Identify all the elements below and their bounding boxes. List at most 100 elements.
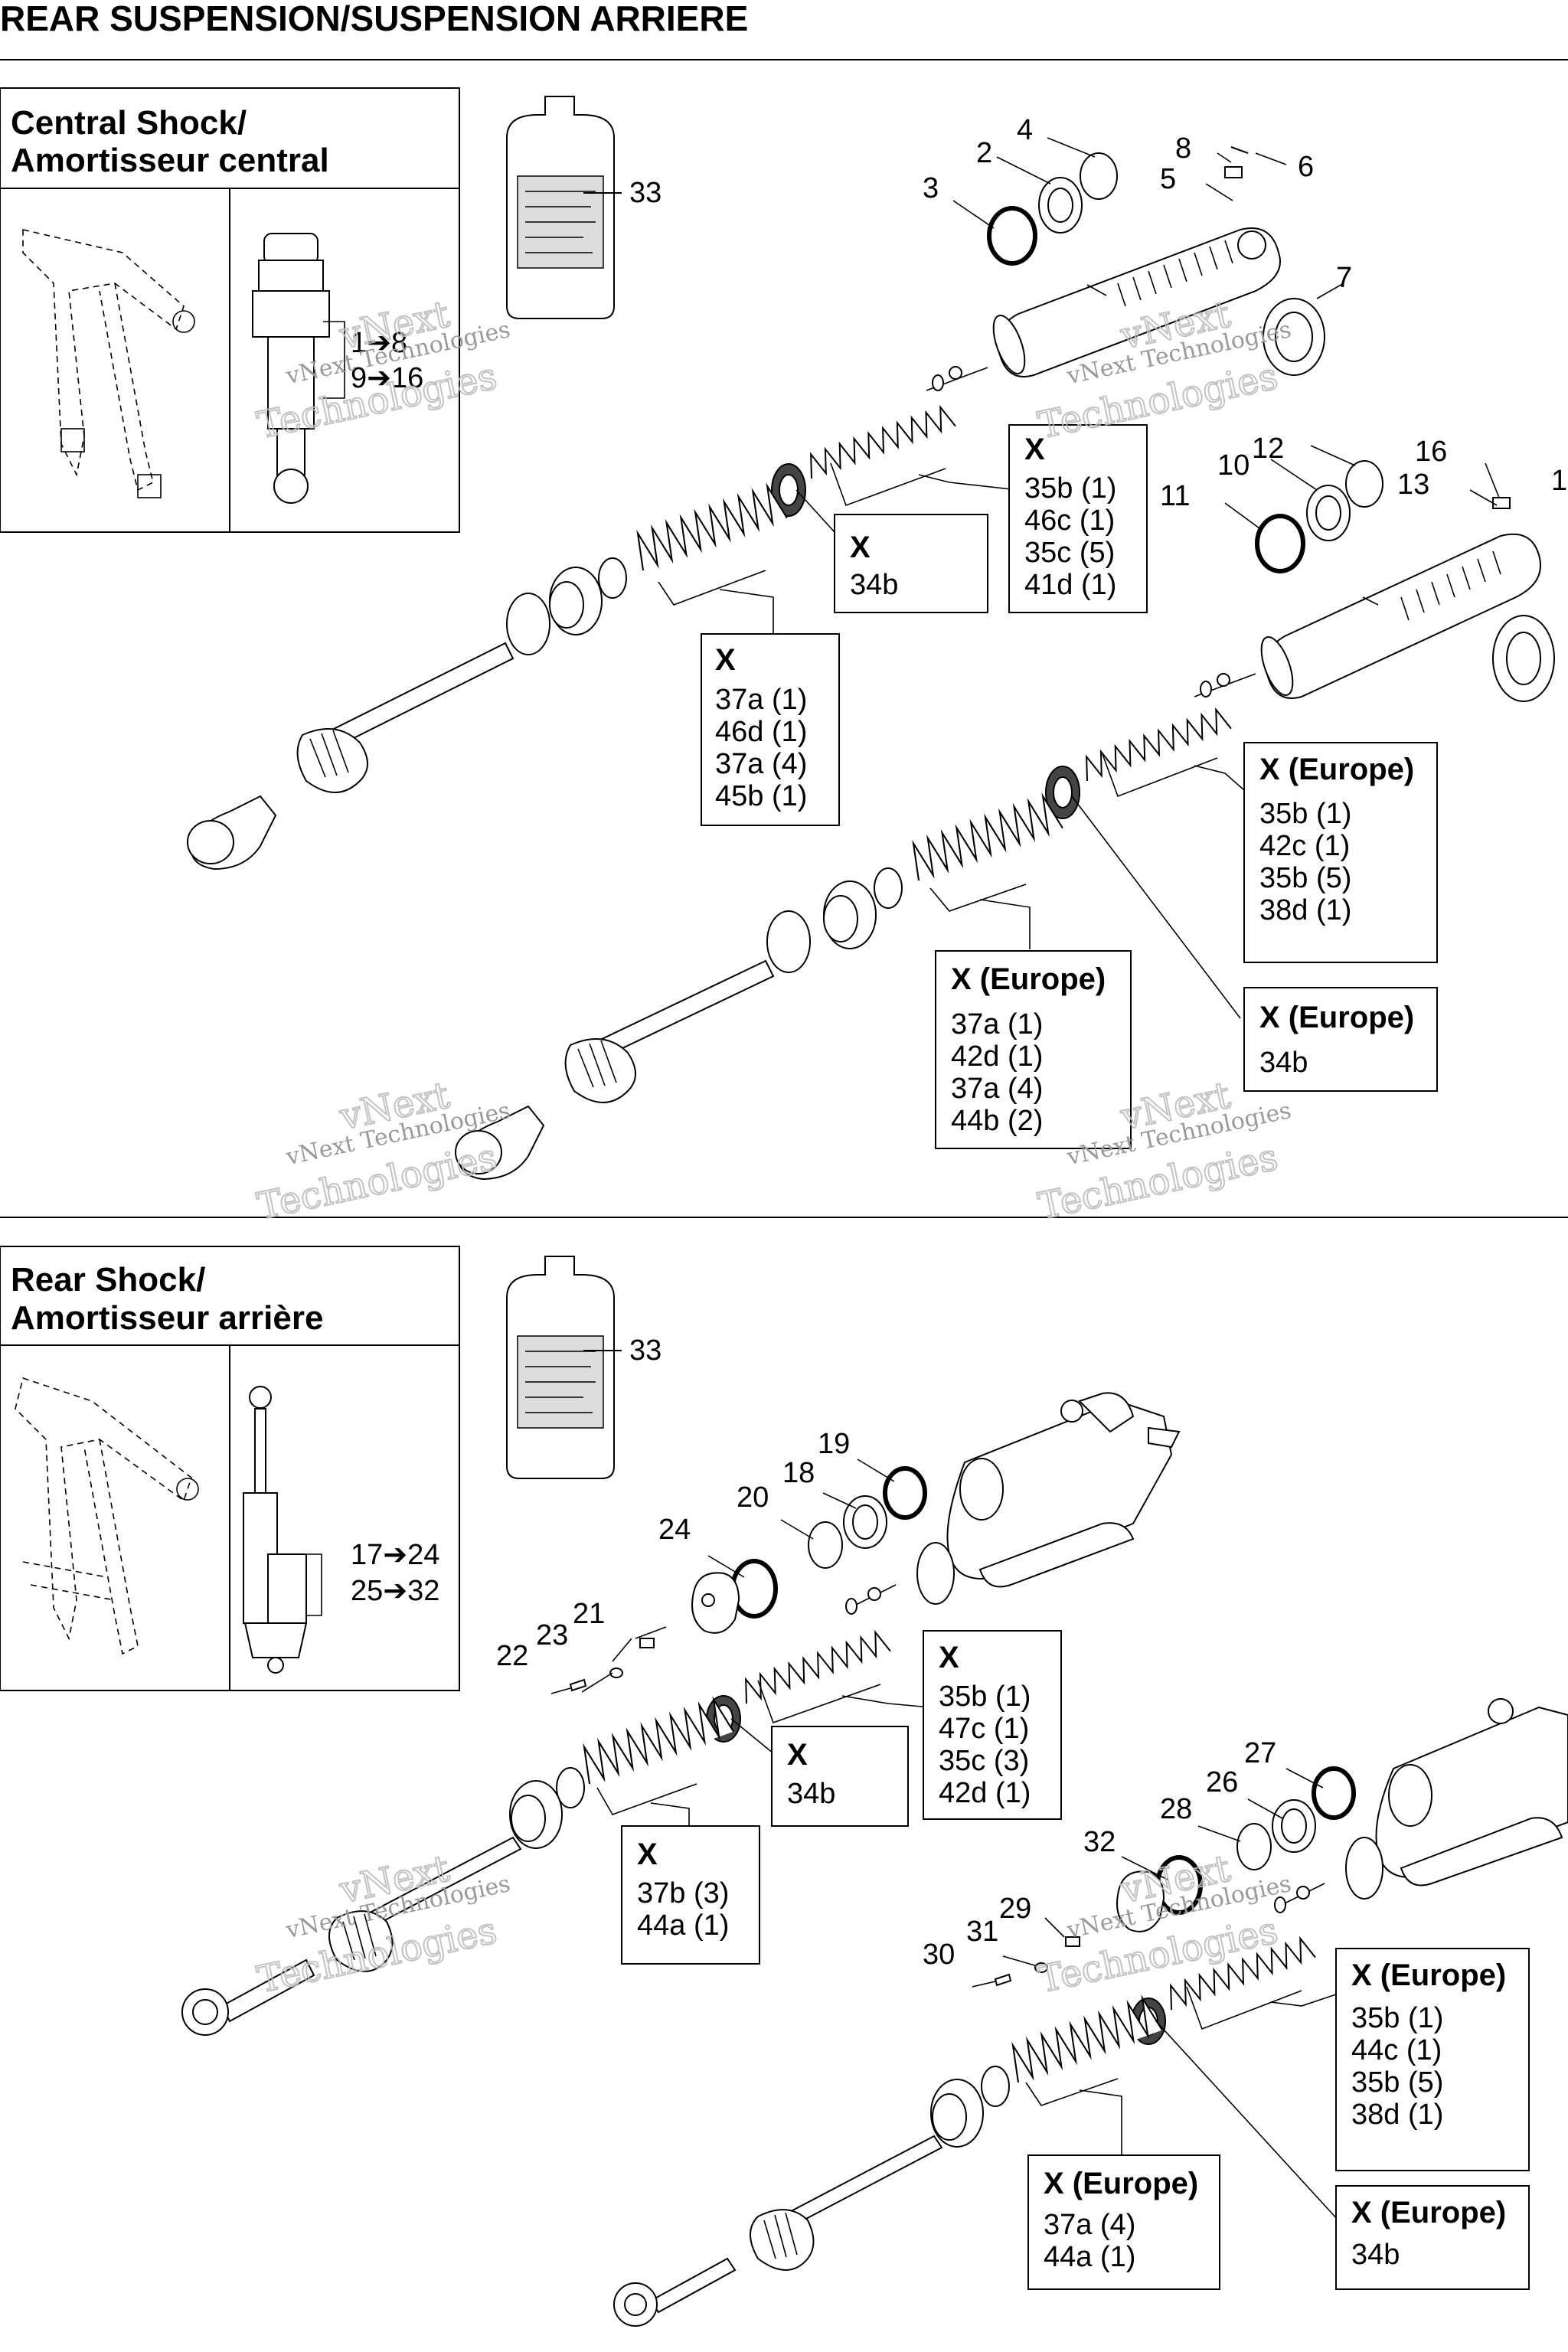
central-upper-leaders: [658, 137, 1344, 635]
rear-europe-kit-box-3: X (Europe) 34b: [1335, 2185, 1530, 2290]
callout-23: 23: [536, 1619, 568, 1651]
label-central_section-boxes-b4-lines-3: 38d (1): [1259, 894, 1351, 926]
label-central_section-boxes-b5-lines-3: 44b (2): [951, 1105, 1043, 1137]
label-rear_section-boxes-b4-lines-0: 35b (1): [1351, 2002, 1443, 2034]
callout-7: 7: [1336, 262, 1352, 294]
label-central_section-boxes-b2-head: X: [850, 531, 871, 564]
central-title-line1: Central Shock/: [11, 104, 247, 142]
central-europe-leaders: [929, 445, 1500, 1019]
label-central_section-boxes-b1-head: X: [1024, 433, 1045, 466]
label-rear_section-boxes-b4-head: X (Europe): [1351, 1958, 1506, 1992]
oil-bottle-central: [506, 96, 615, 319]
rear-europe-kit-box-2: X (Europe) 37a (4) 44a (1): [1027, 2154, 1220, 2290]
label-rear_section-boxes-b2-head: X: [787, 1738, 808, 1772]
rear-upper-leaders: [550, 1459, 931, 1828]
rear-shock-europe-assembly: [613, 1698, 1568, 2327]
callout-22: 22: [496, 1640, 528, 1672]
label-central_section-boxes-b5-head: X (Europe): [951, 962, 1106, 996]
central-shock-sketch: 1➔8 9➔16: [252, 233, 423, 504]
label-central_section-boxes-b4-lines-1: 42c (1): [1259, 830, 1350, 862]
rear-kit-box-3: X 37b (3) 44a (1): [621, 1825, 760, 1965]
callout-32: 32: [1083, 1826, 1116, 1858]
central-kit-box-3: X 37a (1) 46d (1) 37a (4) 45b (1): [701, 633, 840, 826]
label-central_section-boxes-b1-lines-3: 41d (1): [1024, 569, 1116, 601]
callout-8: 8: [1175, 132, 1191, 165]
rear-kit-box-2: X 34b: [771, 1726, 909, 1827]
central-shock-europe-assembly: [455, 460, 1555, 1181]
callout-26: 26: [1206, 1766, 1238, 1798]
central-europe-kit-box-3: X (Europe) 34b: [1243, 987, 1438, 1092]
label-rear_section-boxes-b1-lines-0: 35b (1): [939, 1681, 1031, 1713]
label-rear_section-boxes-b5-lines-1: 44a (1): [1044, 2241, 1135, 2273]
label-rear_section-boxes-b4-lines-2: 35b (5): [1351, 2066, 1443, 2099]
label-rear_section-boxes-b1-lines-3: 42d (1): [939, 1777, 1031, 1809]
label-rear_section-boxes-b5-head: X (Europe): [1044, 2167, 1198, 2200]
central-europe-kit-box-1: X (Europe) 35b (1) 42c (1) 35b (5) 38d (…: [1243, 742, 1438, 963]
label-rear_section-boxes-b1-lines-2: 35c (3): [939, 1745, 1029, 1777]
rear-range-1: 17➔24: [351, 1539, 439, 1571]
callout-4: 4: [1017, 114, 1033, 146]
label-central_section-boxes-b2-lines-0: 34b: [850, 569, 898, 601]
label-rear_section-boxes-b3-lines-0: 37b (3): [637, 1877, 729, 1909]
label-central_section-boxes-b3-lines-2: 37a (4): [715, 748, 807, 780]
central-frame-sketch: [22, 228, 195, 498]
label-central_section-boxes-b5-lines-0: 37a (1): [951, 1008, 1043, 1040]
central-shock-upper-assembly: [187, 146, 1325, 871]
label-rear_section-boxes-b1-lines-1: 47c (1): [939, 1713, 1029, 1745]
label-central_section-boxes-b1-lines-1: 46c (1): [1024, 505, 1115, 537]
callout-5: 5: [1160, 163, 1176, 195]
callout-11: 11: [1160, 480, 1190, 512]
rear-frame-sketch: [15, 1377, 199, 1655]
callout-27: 27: [1244, 1737, 1276, 1769]
label-rear_section-boxes-b4-lines-3: 38d (1): [1351, 2099, 1443, 2131]
label-central_section-boxes-b5-lines-1: 42d (1): [951, 1040, 1043, 1073]
label-rear_section-boxes-b1-head: X: [939, 1641, 959, 1674]
callout-21: 21: [573, 1598, 605, 1630]
callout-16: 16: [1415, 436, 1447, 468]
callout-12: 12: [1252, 433, 1284, 465]
callout-1: 1: [1551, 465, 1567, 497]
label-rear_section-boxes-b5-lines-0: 37a (4): [1044, 2209, 1135, 2241]
label-central_section-boxes-b1-lines-2: 35c (5): [1024, 537, 1115, 569]
callout-31: 31: [966, 1916, 998, 1948]
label-rear_section-boxes-b3-head: X: [637, 1838, 658, 1871]
rear-title-line1: Rear Shock/: [11, 1261, 205, 1298]
label-rear_section-boxes-b3-lines-1: 44a (1): [637, 1909, 729, 1942]
central-kit-box-1: X 35b (1) 46c (1) 35c (5) 41d (1): [1008, 424, 1148, 613]
callout-33-central: 33: [629, 177, 662, 209]
central-europe-kit-box-2: X (Europe) 37a (1) 42d (1) 37a (4) 44b (…: [935, 950, 1132, 1149]
label-central_section-boxes-b4-lines-0: 35b (1): [1259, 798, 1351, 830]
label-rear_section-boxes-b6-lines-0: 34b: [1351, 2239, 1400, 2271]
rear-range-2: 25➔32: [351, 1575, 439, 1607]
callout-18: 18: [782, 1457, 815, 1489]
rear-kit-box-1: X 35b (1) 47c (1) 35c (3) 42d (1): [923, 1630, 1062, 1820]
callout-20: 20: [737, 1481, 769, 1514]
rear-shock-sketch: 17➔24 25➔32: [243, 1386, 439, 1674]
label-central_section-boxes-b1-lines-0: 35b (1): [1024, 472, 1116, 505]
callout-33-rear: 33: [629, 1334, 662, 1367]
central-range-1: 1➔8: [351, 327, 407, 359]
label-central_section-boxes-b3-lines-3: 45b (1): [715, 780, 807, 812]
central-shock-section: Central Shock/ Amortisseur central 1➔8 9…: [0, 87, 1567, 1181]
callout-30: 30: [923, 1939, 955, 1971]
callout-10: 10: [1217, 449, 1250, 482]
callout-6: 6: [1298, 151, 1314, 183]
rear-title-line2: Amortisseur arrière: [11, 1299, 323, 1337]
rear-shock-section: Rear Shock/ Amortisseur arrière 17➔24 25…: [0, 1246, 1568, 2327]
callout-29: 29: [999, 1893, 1031, 1925]
rear-shock-upper-assembly: [181, 1392, 1181, 2036]
rear-europe-kit-box-1: X (Europe) 35b (1) 44c (1) 35b (5) 38d (…: [1335, 1948, 1530, 2171]
callout-2: 2: [976, 137, 992, 169]
callout-19: 19: [818, 1428, 850, 1460]
central-kit-box-2: X 34b: [834, 514, 988, 613]
central-range-2: 9➔16: [351, 362, 423, 394]
label-central_section-boxes-b6-head: X (Europe): [1259, 1001, 1414, 1034]
page-title: REAR SUSPENSION/SUSPENSION ARRIERE: [0, 0, 748, 38]
page-header: REAR SUSPENSION/SUSPENSION ARRIERE: [0, 0, 1568, 60]
central-title-line2: Amortisseur central: [11, 142, 329, 179]
label-rear_section-boxes-b4-lines-1: 44c (1): [1351, 2034, 1442, 2066]
oil-bottle-rear: [506, 1256, 615, 1479]
label-central_section-boxes-b3-head: X: [715, 643, 736, 677]
label-rear_section-boxes-b2-lines-0: 34b: [787, 1778, 835, 1810]
